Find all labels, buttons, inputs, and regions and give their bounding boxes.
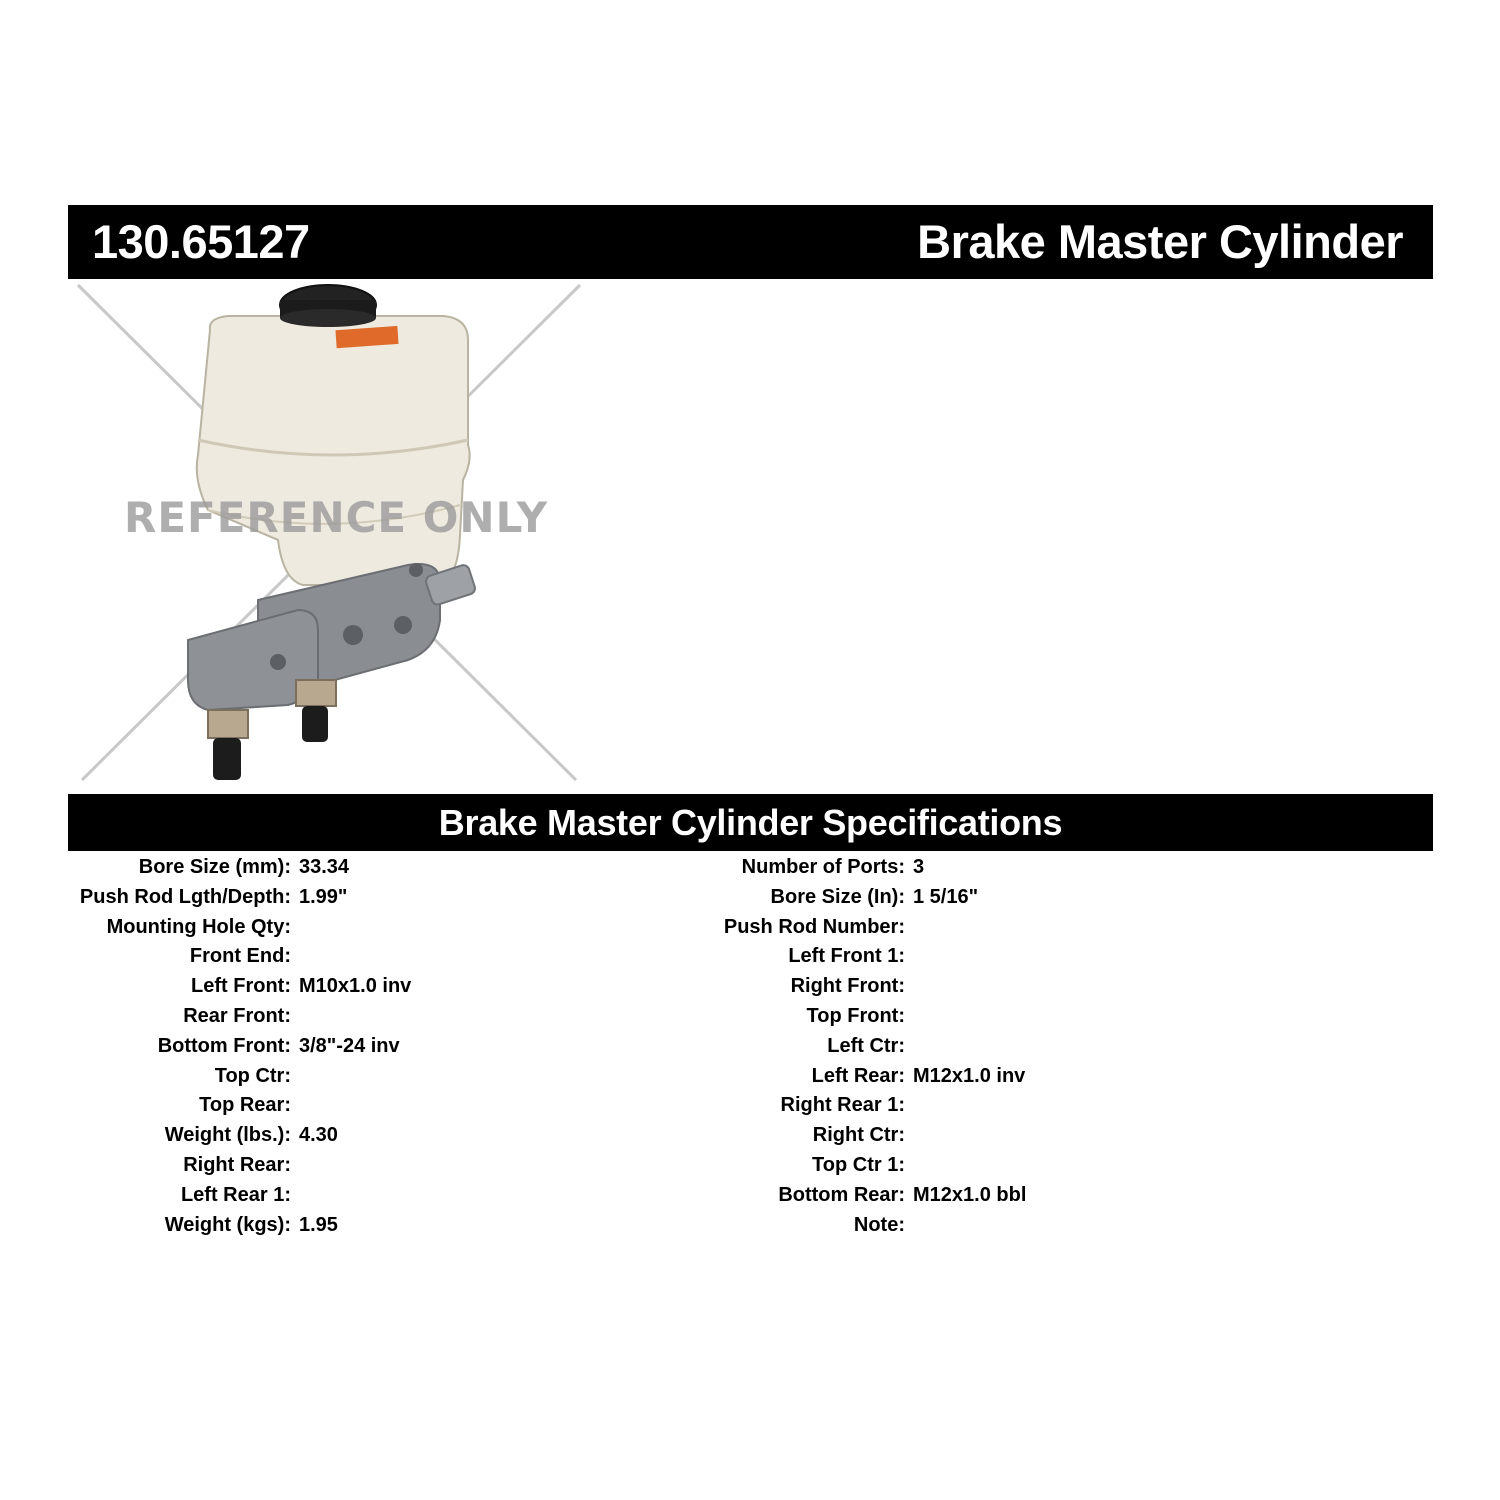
spec-value: 1.95 [299, 1213, 338, 1236]
spec-label: Bore Size (In): [770, 885, 905, 908]
spec-label: Top Ctr: [214, 1064, 291, 1087]
spec-label: Bottom Front: [157, 1034, 291, 1057]
spec-value: 1.99" [299, 885, 348, 908]
spec-label: Bore Size (mm): [138, 856, 291, 878]
spec-label: Weight (kgs): [164, 1213, 291, 1236]
spec-label: Top Front: [806, 1004, 905, 1027]
spec-label: Front End: [189, 945, 291, 968]
spec-label: Rear Front: [183, 1004, 291, 1027]
spec-value: 3 [913, 856, 925, 878]
spec-value: M10x1.0 inv [299, 975, 412, 998]
spec-label: Top Ctr 1: [812, 1153, 905, 1176]
spec-value: M12x1.0 inv [913, 1064, 1026, 1087]
title-bar: 130.65127 Brake Master Cylinder [68, 205, 1433, 279]
specifications-header: Brake Master Cylinder Specifications [68, 794, 1433, 851]
spec-label: Right Front: [790, 975, 905, 998]
spec-label: Note: [853, 1213, 905, 1236]
spec-label: Push Rod Number: [723, 915, 905, 938]
specifications-title: Brake Master Cylinder Specifications [438, 802, 1063, 843]
spec-label: Bottom Rear: [778, 1183, 905, 1206]
product-image: REFERENCE ONLY [68, 280, 588, 790]
spec-label: Right Rear 1: [780, 1094, 905, 1117]
spec-value: M12x1.0 bbl [913, 1183, 1027, 1206]
master-cylinder-illustration: REFERENCE ONLY [76, 283, 582, 782]
spec-label: Left Front 1: [788, 945, 905, 968]
spec-label: Right Rear: [183, 1153, 291, 1176]
spec-label: Push Rod Lgth/Depth: [79, 885, 291, 908]
spec-label: Mounting Hole Qty: [106, 915, 291, 938]
spec-label: Left Ctr: [827, 1034, 905, 1057]
spec-value: 3/8"-24 inv [299, 1034, 400, 1057]
spec-label: Left Rear: [811, 1064, 905, 1087]
spec-value: 33.34 [299, 856, 350, 878]
spec-label: Right Ctr: [812, 1124, 905, 1147]
spec-label: Number of Ports: [741, 856, 905, 878]
product-name: Brake Master Cylinder [917, 215, 1403, 268]
spec-label: Top Rear: [199, 1094, 291, 1117]
part-number: 130.65127 [92, 215, 310, 268]
spec-label: Left Front: [191, 975, 291, 998]
spec-value: 4.30 [299, 1124, 338, 1147]
spec-value: 1 5/16" [913, 885, 979, 908]
spec-label: Weight (lbs.): [164, 1124, 291, 1147]
spec-label: Left Rear 1: [180, 1183, 291, 1206]
watermark-text: REFERENCE ONLY [124, 493, 548, 542]
